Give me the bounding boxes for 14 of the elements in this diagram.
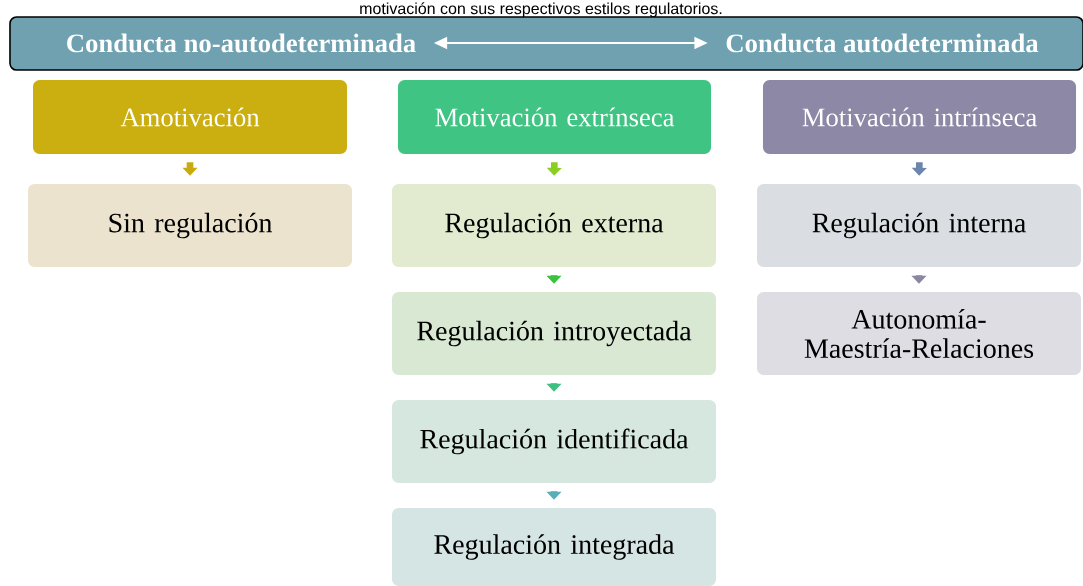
regulation-box: Autonomía-Maestría-Relaciones <box>757 292 1081 375</box>
regulation-box: Regulación externa <box>392 184 716 267</box>
regulation-box: Regulación identificada <box>392 400 716 483</box>
regulation-box: Regulación interna <box>757 184 1081 267</box>
banner-label: Conducta no-autodeterminada <box>67 33 416 53</box>
category-header: Motivación extrínseca <box>397 80 712 154</box>
title: motivación con sus respectivos estilos regulatorios. <box>360 2 722 18</box>
category-header: Amotivación <box>33 80 347 154</box>
regulation-box: Regulación integrada <box>392 508 716 586</box>
category-header: Motivación intrínseca <box>762 80 1077 154</box>
banner-label: Conducta autodeterminada <box>726 33 1039 53</box>
regulation-box: Regulación introyectada <box>392 292 716 375</box>
banner-band <box>9 16 1083 71</box>
regulation-box: Sin regulación <box>28 184 352 267</box>
